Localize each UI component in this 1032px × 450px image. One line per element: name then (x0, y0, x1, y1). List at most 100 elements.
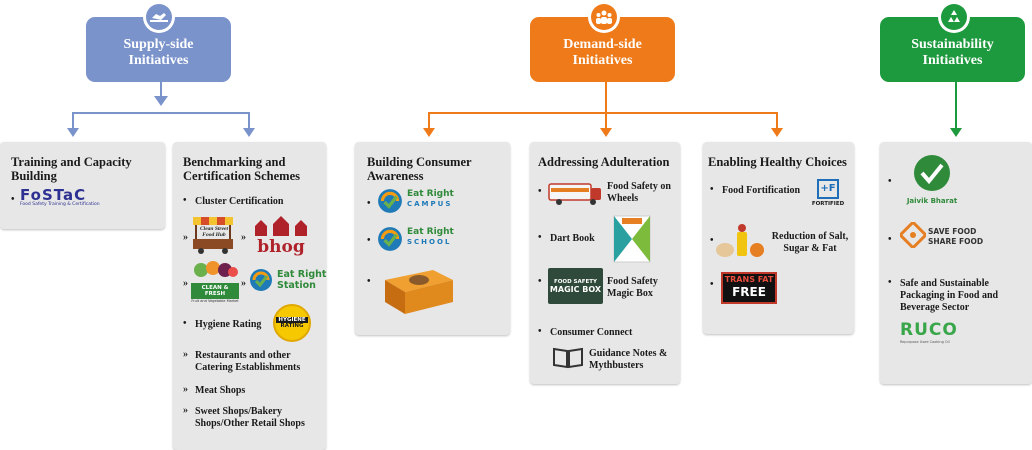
bullet: • (367, 235, 371, 246)
jaivik-bharat-logo: Jaivik Bharat (900, 154, 964, 212)
eat-right-emblem-icon (378, 227, 402, 251)
arrow-bullet: » (183, 232, 188, 243)
bullet: • (538, 232, 542, 243)
eat-right-station-logo: Eat Right Station (249, 268, 329, 294)
sustain-connector (955, 82, 957, 130)
ruco-logo: RUCO Repurpose Used Cooking Oil (900, 320, 960, 344)
demand-branch (428, 112, 778, 114)
bullet: • (538, 326, 542, 337)
fostac-logo: FoSTaC Food Safety Training & Certificat… (20, 186, 100, 207)
eat-right-emblem-icon (378, 189, 402, 213)
eat-right-emblem-icon (250, 269, 272, 291)
guidance-notes: Guidance Notes & Mythbusters (589, 348, 668, 371)
clean-fresh-text: CLEAN & FRESH (191, 283, 239, 299)
food-safety-van-icon (548, 183, 601, 205)
salt-sugar-fat-icon (716, 224, 764, 257)
adulteration-panel: Addressing Adulteration • Food Safety on… (530, 142, 680, 384)
handshake-icon (143, 1, 175, 33)
awareness-panel: Building Consumer Awareness • Eat Right … (355, 142, 510, 335)
people-icon (588, 1, 620, 33)
jaivik-text: Jaivik Bharat (906, 197, 958, 205)
save-food-line1: SAVE FOOD (928, 227, 977, 236)
bullet: • (710, 279, 714, 290)
hygiene-rating-badge: HYGIENE RATING (273, 304, 311, 342)
reduction-salt-sugar-fat: Reduction of Salt, Sugar & Fat (771, 231, 849, 254)
demand-branch-mid (605, 112, 607, 132)
healthy-title: Enabling Healthy Choices (708, 155, 847, 169)
demand-arrow-right (771, 128, 783, 137)
demand-arrow-mid (600, 128, 612, 137)
jaivik-check-icon (914, 155, 950, 191)
bullet: • (710, 184, 714, 195)
hygiene-badge-line2: RATING (280, 323, 304, 329)
clean-fresh-logo: CLEAN & FRESH Fruit and Vegetable Market (191, 260, 239, 303)
food-safety-wheels: Food Safety on Wheels (607, 181, 671, 204)
training-title: Training and Capacity Building (11, 155, 132, 183)
school-line1: Eat Right (407, 227, 454, 237)
dart-book: Dart Book (550, 233, 595, 244)
meat-shops-item: Meat Shops (195, 385, 246, 396)
cluster-certification: Cluster Certification (195, 196, 284, 207)
trans-fat-line1: TRANS FAT (724, 275, 774, 284)
recycle-icon (938, 1, 970, 33)
supply-arrow-right (243, 128, 255, 137)
fortified-plus-f: +F (817, 179, 839, 199)
consumer-connect: Consumer Connect (550, 327, 633, 338)
sustainable-packaging: Safe and Sustainable Packaging in Food a… (900, 278, 999, 313)
bhog-logo-text: bhog (257, 237, 305, 257)
arrow-bullet: » (183, 278, 188, 289)
food-fortification: Food Fortification (722, 185, 801, 196)
demand-side-header: Demand-side Initiatives (530, 17, 675, 82)
vegetables-icon (194, 261, 238, 277)
benchmark-panel: Benchmarking and Certification Schemes •… (173, 142, 326, 450)
clean-fresh-sub: Fruit and Vegetable Market (191, 299, 239, 303)
ruco-text: RUCO (900, 320, 958, 340)
sustain-arrow-down (950, 128, 962, 137)
station-line2: Station (277, 280, 316, 291)
magic-box-line2: MAGIC BOX (549, 284, 602, 294)
demand-branch-left (428, 112, 430, 132)
school-line2: SCHOOL (407, 238, 452, 246)
demand-branch-right (776, 112, 778, 132)
save-food-icon (900, 222, 926, 248)
supply-branch (72, 112, 250, 114)
temple-icon (255, 216, 307, 236)
bullet: • (538, 276, 542, 287)
fortified-logo: +F FORTIFIED (811, 179, 845, 215)
fortified-text: FORTIFIED (811, 201, 845, 207)
adulteration-title: Addressing Adulteration (538, 155, 670, 169)
bullet: • (183, 195, 187, 206)
bullet: • (183, 318, 187, 329)
magic-box-image: FOOD SAFETY MAGIC BOX (548, 268, 603, 304)
fostac-logo-text: FoSTaC (20, 186, 87, 204)
benchmark-title: Benchmarking and Certification Schemes (183, 155, 300, 183)
bullet: • (367, 276, 371, 287)
campus-line1: Eat Right (407, 189, 454, 199)
campus-line2: CAMPUS (407, 200, 453, 208)
supply-side-title: Supply-side Initiatives (123, 36, 194, 68)
food-cart-icon (193, 217, 233, 254)
save-food-line2: SHARE FOOD (928, 237, 984, 246)
bhog-logo: bhog (251, 216, 311, 257)
bullet: • (538, 186, 542, 197)
awareness-title: Building Consumer Awareness (367, 155, 472, 183)
demand-connector (605, 82, 607, 114)
magic-box-line1: FOOD SAFETY (553, 278, 598, 285)
clean-street-food-hub-logo: Clean Street Food Hub (191, 215, 235, 255)
bullet: • (888, 277, 892, 288)
supply-branch-right (248, 112, 250, 132)
food-safety-magic-box: Food Safety Magic Box (607, 276, 658, 299)
supply-arrow-down (154, 96, 168, 106)
arrow-bullet: » (183, 349, 188, 360)
arrow-bullet: » (241, 278, 246, 289)
arrow-bullet: » (183, 405, 188, 416)
training-panel: Training and Capacity Building • FoSTaC … (0, 142, 165, 229)
healthy-panel: Enabling Healthy Choices • Food Fortific… (703, 142, 854, 334)
restaurants-item: Restaurants and other Catering Establish… (195, 350, 301, 373)
fostac-logo-sub: Food Safety Training & Certification (20, 202, 100, 207)
bullet: • (888, 176, 892, 187)
open-book-icon (553, 347, 583, 369)
dart-book-icon (613, 215, 651, 263)
eat-right-campus-logo: Eat Right CAMPUS (377, 188, 477, 216)
sweet-shops-item: Sweet Shops/Bakery Shops/Other Retail Sh… (195, 406, 305, 429)
